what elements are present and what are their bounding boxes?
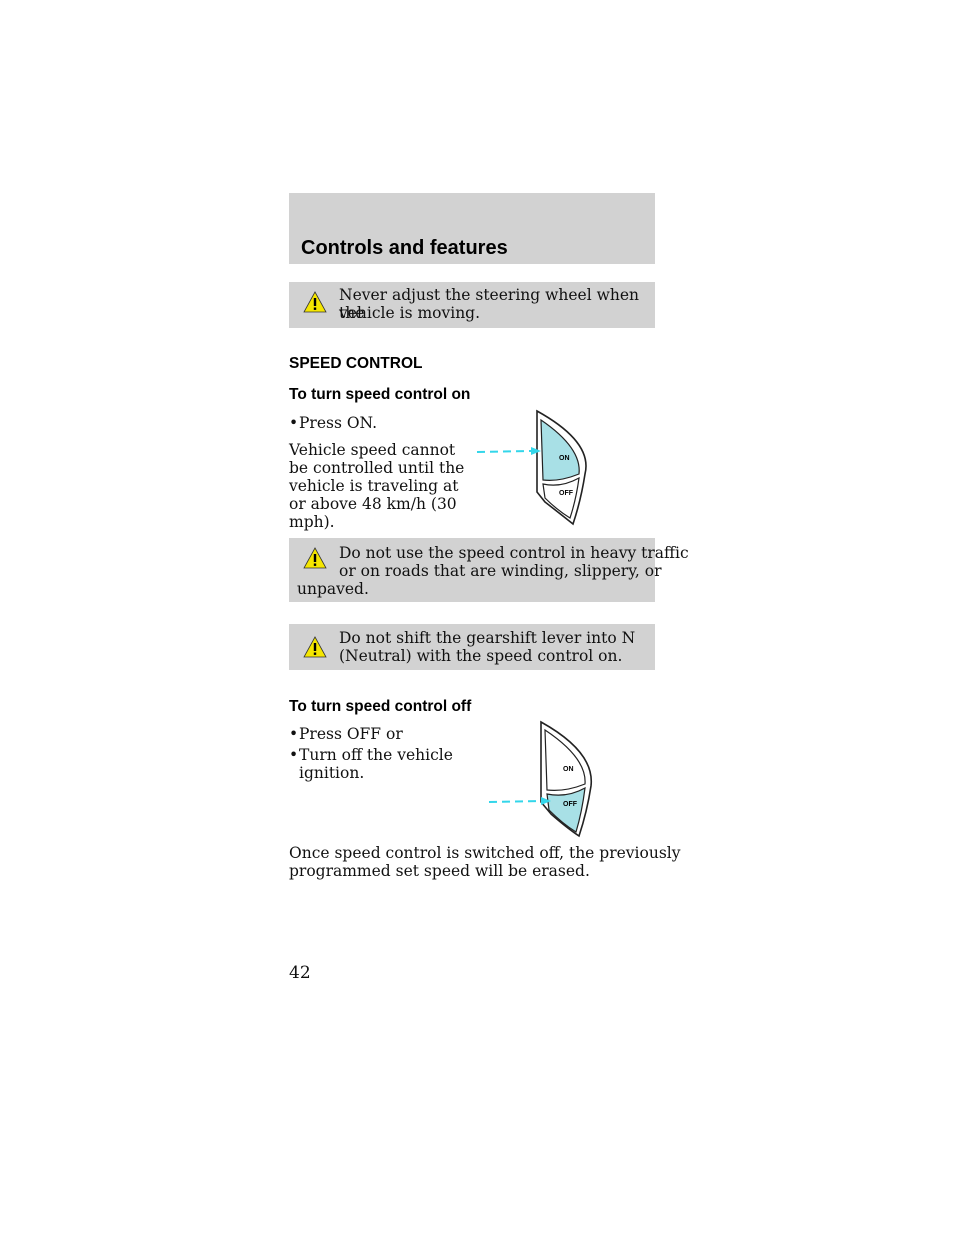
warning-text-line: Do not use the speed control in heavy tr… [339, 544, 689, 562]
warning-icon [303, 547, 327, 569]
list-item-text-continued: ignition. [299, 764, 365, 782]
warning-text-line: unpaved. [297, 580, 369, 598]
paragraph-line: Vehicle speed cannot [289, 441, 456, 459]
warning-text-line: or on roads that are winding, slippery, … [339, 562, 662, 580]
warning-text-line: Never adjust the steering wheel when the [339, 286, 639, 322]
bullet-dot: • [289, 414, 299, 432]
on-button-highlighted [540, 418, 580, 481]
on-button [544, 728, 586, 791]
warning-gearshift: Do not shift the gearshift lever into N … [289, 624, 655, 670]
list-item-text: Turn off the vehicle [299, 746, 453, 764]
paragraph-line: vehicle is traveling at [289, 477, 459, 495]
speed-control-switch-on-illustration: ON OFF [476, 409, 587, 526]
section-title: SPEED CONTROL [289, 355, 423, 372]
paragraph-line: mph). [289, 513, 335, 531]
page-number: 42 [289, 963, 311, 983]
warning-text-line: (Neutral) with the speed control on. [339, 647, 623, 665]
off-button [542, 476, 580, 519]
bullet-dot: • [289, 746, 299, 764]
warning-steering: Never adjust the steering wheel when the… [289, 282, 655, 328]
chapter-header: Controls and features [289, 193, 655, 264]
speed-note-paragraph: Vehicle speed cannot be controlled until… [289, 441, 464, 531]
warning-icon [303, 636, 327, 658]
off-button-highlighted [546, 786, 586, 833]
subsection-heading-off: To turn speed control off [289, 698, 472, 715]
warning-traffic: Do not use the speed control in heavy tr… [289, 538, 689, 602]
subsection-heading-on: To turn speed control on [289, 386, 471, 403]
off-label: OFF [563, 801, 578, 808]
paragraph-line: programmed set speed will be erased. [289, 862, 590, 880]
speed-control-switch-off-illustration: ON OFF [488, 720, 593, 838]
warning-text-line: Do not shift the gearshift lever into N [339, 629, 636, 647]
list-item-text: Press ON. [299, 414, 378, 432]
paragraph-line: or above 48 km/h (30 [289, 495, 457, 513]
warning-icon [303, 291, 327, 313]
bullet-dot: • [289, 725, 299, 743]
list-item-text: Press OFF or [299, 725, 403, 743]
pointer-arrow-head [531, 447, 541, 455]
erase-note-paragraph: Once speed control is switched off, the … [289, 844, 680, 880]
on-label: ON [563, 766, 574, 773]
off-label: OFF [559, 490, 574, 497]
paragraph-line: Once speed control is switched off, the … [289, 844, 681, 862]
warning-text-line: vehicle is moving. [339, 304, 481, 322]
paragraph-line: be controlled until the [289, 459, 465, 477]
pointer-arrow-head [541, 797, 551, 805]
on-label: ON [559, 455, 570, 462]
pointer-arrow-line [476, 450, 532, 453]
chapter-title: Controls and features [301, 237, 508, 259]
pointer-arrow-line [488, 800, 542, 803]
